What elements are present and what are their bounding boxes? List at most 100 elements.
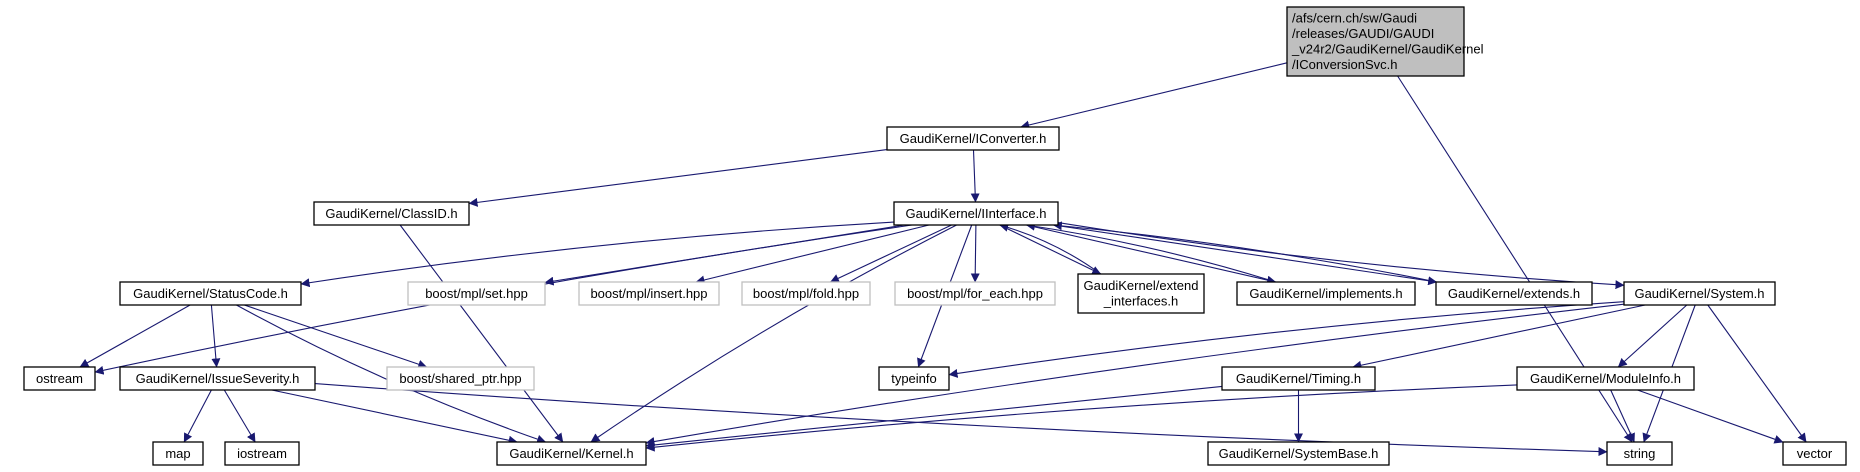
edge-iinterface-to-kernel bbox=[590, 224, 957, 443]
edge-statuscode-to-sharedptr bbox=[244, 304, 428, 369]
node-implements[interactable]: GaudiKernel/implements.h bbox=[1236, 281, 1416, 306]
node-iostream[interactable]: iostream bbox=[224, 441, 300, 466]
edge-moduleinfo-to-kernel bbox=[645, 384, 1518, 452]
node-system-label: GaudiKernel/System.h bbox=[1634, 286, 1764, 301]
node-ostream-label: ostream bbox=[36, 371, 83, 386]
node-root-label: _v24r2/GaudiKernel/GaudiKernel bbox=[1291, 42, 1484, 57]
node-extendif-label: GaudiKernel/extend bbox=[1084, 278, 1199, 293]
edge-system-to-moduleinfo bbox=[1617, 304, 1688, 368]
node-issueseverity-label: GaudiKernel/IssueSeverity.h bbox=[136, 371, 300, 386]
node-ostream-box bbox=[23, 366, 96, 391]
edge-issueseverity-to-iostream bbox=[223, 389, 256, 443]
edge-extendif-to-iinterface bbox=[999, 222, 1102, 275]
node-iinterface-label: GaudiKernel/IInterface.h bbox=[906, 206, 1047, 221]
edge-moduleinfo-to-string bbox=[1610, 389, 1635, 443]
edge-issueseverity-to-string bbox=[314, 383, 1608, 457]
node-mplforeach-box bbox=[894, 281, 1056, 306]
node-moduleinfo[interactable]: GaudiKernel/ModuleInfo.h bbox=[1516, 366, 1695, 391]
node-timing[interactable]: GaudiKernel/Timing.h bbox=[1221, 366, 1376, 391]
node-string[interactable]: string bbox=[1606, 441, 1673, 466]
node-moduleinfo-label: GaudiKernel/ModuleInfo.h bbox=[1530, 371, 1681, 386]
node-timing-label: GaudiKernel/Timing.h bbox=[1236, 371, 1361, 386]
node-string-label: string bbox=[1624, 446, 1656, 461]
node-kernel-box bbox=[496, 441, 647, 466]
node-issueseverity-box bbox=[119, 366, 316, 391]
node-typeinfo[interactable]: typeinfo bbox=[878, 366, 950, 391]
edge-iconverter-to-iinterface bbox=[970, 149, 980, 203]
node-mplfold-label: boost/mpl/fold.hpp bbox=[753, 286, 859, 301]
edge-iinterface-to-statuscode bbox=[300, 221, 895, 288]
node-string-box bbox=[1606, 441, 1673, 466]
node-map-label: map bbox=[165, 446, 190, 461]
node-map[interactable]: map bbox=[152, 441, 204, 466]
node-kernel[interactable]: GaudiKernel/Kernel.h bbox=[496, 441, 647, 466]
edge-system-to-kernel bbox=[645, 303, 1625, 446]
edge-extends-to-iinterface bbox=[1052, 221, 1437, 283]
edge-iinterface-to-extendif bbox=[999, 224, 1102, 275]
edge-iinterface-to-system bbox=[1057, 222, 1625, 290]
edge-classid-to-kernel bbox=[399, 224, 564, 443]
node-classid-label: GaudiKernel/ClassID.h bbox=[325, 206, 457, 221]
node-mplset-box bbox=[407, 281, 546, 306]
node-typeinfo-label: typeinfo bbox=[891, 371, 937, 386]
node-typeinfo-box bbox=[878, 366, 950, 391]
edge-system-to-timing bbox=[1352, 304, 1646, 370]
node-mplinsert: boost/mpl/insert.hpp bbox=[578, 281, 720, 306]
node-iinterface[interactable]: GaudiKernel/IInterface.h bbox=[893, 201, 1059, 226]
node-system-box bbox=[1623, 281, 1776, 306]
node-extendif[interactable]: GaudiKernel/extend_interfaces.h bbox=[1077, 273, 1205, 314]
node-implements-box bbox=[1236, 281, 1416, 306]
edge-iinterface-to-mplforeach bbox=[970, 224, 980, 283]
node-mplset-label: boost/mpl/set.hpp bbox=[425, 286, 528, 301]
node-statuscode[interactable]: GaudiKernel/StatusCode.h bbox=[119, 281, 302, 306]
node-root[interactable]: /afs/cern.ch/sw/Gaudi/releases/GAUDI/GAU… bbox=[1286, 6, 1484, 77]
node-moduleinfo-box bbox=[1516, 366, 1695, 391]
node-mplforeach: boost/mpl/for_each.hpp bbox=[894, 281, 1056, 306]
node-vector-label: vector bbox=[1797, 446, 1833, 461]
node-kernel-label: GaudiKernel/Kernel.h bbox=[509, 446, 633, 461]
edge-iconverter-to-classid bbox=[468, 149, 888, 207]
node-mplset: boost/mpl/set.hpp bbox=[407, 281, 546, 306]
node-systembase-box bbox=[1207, 441, 1390, 466]
edge-root-to-string bbox=[1397, 75, 1633, 443]
node-vector-box bbox=[1782, 441, 1847, 466]
dependency-edges bbox=[79, 62, 1807, 457]
node-iconverter-label: GaudiKernel/IConverter.h bbox=[900, 131, 1047, 146]
node-mplinsert-label: boost/mpl/insert.hpp bbox=[590, 286, 707, 301]
node-ostream[interactable]: ostream bbox=[23, 366, 96, 391]
node-iostream-label: iostream bbox=[237, 446, 287, 461]
node-extendif-label: _interfaces.h bbox=[1103, 294, 1178, 309]
node-system[interactable]: GaudiKernel/System.h bbox=[1623, 281, 1776, 306]
node-root-label: /afs/cern.ch/sw/Gaudi bbox=[1292, 11, 1417, 26]
node-mplfold-box bbox=[741, 281, 871, 306]
node-extends-label: GaudiKernel/extends.h bbox=[1448, 286, 1580, 301]
node-sharedptr-box bbox=[386, 366, 535, 391]
edge-system-to-typeinfo bbox=[948, 301, 1625, 378]
node-systembase[interactable]: GaudiKernel/SystemBase.h bbox=[1207, 441, 1390, 466]
edge-iinterface-to-mplfold bbox=[829, 224, 952, 283]
node-extendif-box bbox=[1077, 273, 1205, 314]
node-issueseverity[interactable]: GaudiKernel/IssueSeverity.h bbox=[119, 366, 316, 391]
node-sharedptr-label: boost/shared_ptr.hpp bbox=[399, 371, 521, 386]
node-iconverter[interactable]: GaudiKernel/IConverter.h bbox=[886, 126, 1060, 151]
node-vector[interactable]: vector bbox=[1782, 441, 1847, 466]
edge-root-to-iconverter bbox=[1020, 62, 1288, 130]
node-classid-box bbox=[313, 201, 470, 226]
edge-issueseverity-to-map bbox=[183, 389, 212, 443]
node-root-box bbox=[1286, 6, 1465, 77]
node-statuscode-label: GaudiKernel/StatusCode.h bbox=[133, 286, 288, 301]
node-classid[interactable]: GaudiKernel/ClassID.h bbox=[313, 201, 470, 226]
edge-timing-to-kernel bbox=[645, 385, 1223, 450]
node-root-label: /releases/GAUDI/GAUDI bbox=[1292, 26, 1434, 41]
edge-issueseverity-to-kernel bbox=[271, 389, 518, 445]
edge-moduleinfo-to-vector bbox=[1637, 389, 1784, 444]
edge-iinterface-to-implements bbox=[1026, 224, 1277, 285]
node-extends[interactable]: GaudiKernel/extends.h bbox=[1435, 281, 1593, 306]
node-statuscode-box bbox=[119, 281, 302, 306]
edge-statuscode-to-issueseverity bbox=[210, 304, 221, 368]
node-timing-box bbox=[1221, 366, 1376, 391]
node-mplfold: boost/mpl/fold.hpp bbox=[741, 281, 871, 306]
edge-statuscode-to-ostream bbox=[79, 304, 191, 368]
node-mplinsert-box bbox=[578, 281, 720, 306]
